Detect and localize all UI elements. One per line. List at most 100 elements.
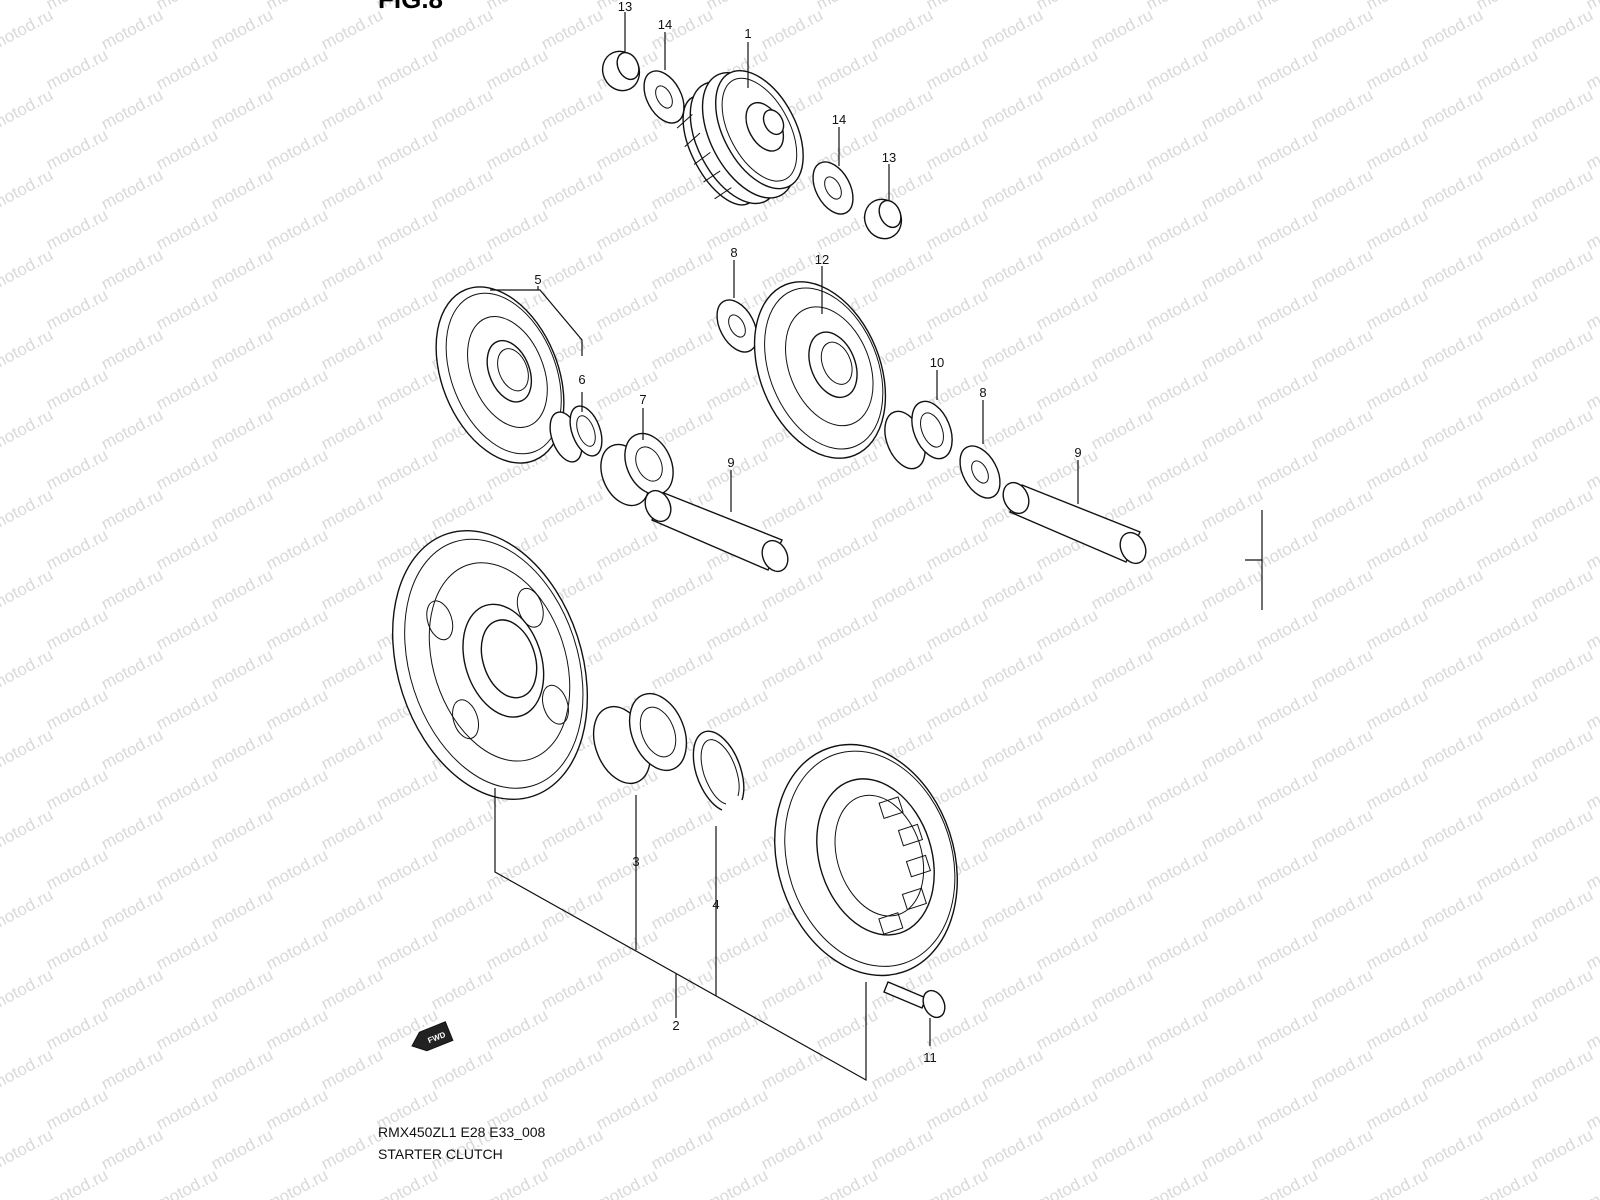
watermark-text: motod.ru bbox=[0, 685, 1, 733]
watermark-text: motod.ru bbox=[263, 445, 331, 493]
watermark-text: motod.ru bbox=[1363, 605, 1431, 653]
watermark-text: motod.ru bbox=[208, 405, 276, 453]
watermark-text: motod.ru bbox=[1088, 5, 1156, 53]
watermark-text: motod.ru bbox=[978, 885, 1046, 933]
watermark-text: motod.ru bbox=[1033, 765, 1101, 813]
watermark-text: motod.ru bbox=[318, 805, 386, 853]
watermark-text: motod.ru bbox=[1308, 885, 1376, 933]
watermark-text: motod.ru bbox=[1308, 805, 1376, 853]
watermark-text: motod.ru bbox=[538, 245, 606, 293]
watermark-text: motod.ru bbox=[208, 485, 276, 533]
watermark-text: motod.ru bbox=[1253, 525, 1321, 573]
watermark-text: motod.ru bbox=[648, 325, 716, 373]
watermark-text: motod.ru bbox=[43, 125, 111, 173]
watermark-text: motod.ru bbox=[648, 645, 716, 693]
watermark-text: motod.ru bbox=[318, 645, 386, 693]
watermark-text: motod.ru bbox=[263, 1085, 331, 1133]
watermark-text: motod.ru bbox=[373, 845, 441, 893]
part-14-washer-upper bbox=[643, 70, 685, 124]
watermark-text: motod.ru bbox=[98, 405, 166, 453]
part-12-gear bbox=[753, 281, 887, 459]
watermark-text: motod.ru bbox=[483, 925, 551, 973]
watermark-text: motod.ru bbox=[703, 0, 771, 14]
watermark-text: motod.ru bbox=[1528, 725, 1596, 773]
watermark-text: motod.ru bbox=[318, 85, 386, 133]
watermark-text: motod.ru bbox=[1088, 885, 1156, 933]
watermark-text: motod.ru bbox=[318, 965, 386, 1013]
watermark-text: motod.ru bbox=[1143, 1165, 1211, 1200]
watermark-text: motod.ru bbox=[98, 645, 166, 693]
watermark-text: motod.ru bbox=[43, 445, 111, 493]
watermark-text: motod.ru bbox=[1528, 1045, 1596, 1093]
watermark-text: motod.ru bbox=[43, 605, 111, 653]
watermark-text: motod.ru bbox=[263, 925, 331, 973]
watermark-text: motod.ru bbox=[923, 45, 991, 93]
watermark-text: motod.ru bbox=[978, 725, 1046, 773]
watermark-text: motod.ru bbox=[1473, 685, 1541, 733]
figure-label: FIG.8 bbox=[378, 0, 443, 14]
watermark-text: motod.ru bbox=[1473, 0, 1541, 14]
watermark-text: motod.ru bbox=[1583, 1165, 1600, 1200]
watermark-text: motod.ru bbox=[1418, 5, 1486, 53]
watermark-text: motod.ru bbox=[373, 285, 441, 333]
watermark-text: motod.ru bbox=[978, 1125, 1046, 1173]
part-2-clutch-body bbox=[774, 743, 958, 977]
watermark-text: motod.ru bbox=[318, 885, 386, 933]
watermark-text: motod.ru bbox=[1253, 845, 1321, 893]
watermark-text: motod.ru bbox=[1088, 1045, 1156, 1093]
watermark-text: motod.ru bbox=[978, 565, 1046, 613]
watermark-text: motod.ru bbox=[98, 965, 166, 1013]
watermark-text: motod.ru bbox=[1418, 725, 1486, 773]
watermark-text: motod.ru bbox=[648, 885, 716, 933]
watermark-text: motod.ru bbox=[1033, 1165, 1101, 1200]
watermark-text: motod.ru bbox=[98, 165, 166, 213]
watermark-text: motod.ru bbox=[1363, 685, 1431, 733]
watermark-text: motod.ru bbox=[1253, 445, 1321, 493]
watermark-text: motod.ru bbox=[373, 205, 441, 253]
watermark-text: motod.ru bbox=[98, 565, 166, 613]
watermark-text: motod.ru bbox=[208, 245, 276, 293]
watermark-text: motod.ru bbox=[1198, 1125, 1266, 1173]
watermark-text: motod.ru bbox=[703, 685, 771, 733]
watermark-text: motod.ru bbox=[0, 165, 56, 213]
watermark-text: motod.ru bbox=[593, 125, 661, 173]
watermark-text: motod.ru bbox=[43, 1005, 111, 1053]
watermark-text: motod.ru bbox=[1528, 165, 1596, 213]
watermark-text: motod.ru bbox=[0, 1085, 1, 1133]
watermark-text: motod.ru bbox=[1363, 285, 1431, 333]
watermark-text: motod.ru bbox=[923, 125, 991, 173]
watermark-text: motod.ru bbox=[153, 1165, 221, 1200]
watermark-text: motod.ru bbox=[0, 605, 1, 653]
watermark-text: motod.ru bbox=[1473, 605, 1541, 653]
watermark-text: motod.ru bbox=[0, 0, 1, 14]
watermark-text: motod.ru bbox=[263, 1005, 331, 1053]
watermark-text: motod.ru bbox=[1198, 885, 1266, 933]
watermark-text: motod.ru bbox=[923, 525, 991, 573]
watermark-text: motod.ru bbox=[813, 1005, 881, 1053]
callout-4: 4 bbox=[712, 897, 719, 912]
watermark-text: motod.ru bbox=[483, 205, 551, 253]
watermark-text: motod.ru bbox=[923, 0, 991, 14]
watermark-text: motod.ru bbox=[1198, 85, 1266, 133]
watermark-text: motod.ru bbox=[1143, 285, 1211, 333]
part-13-bushing-upper bbox=[601, 50, 641, 92]
watermark-text: motod.ru bbox=[318, 325, 386, 373]
watermark-text: motod.ru bbox=[208, 645, 276, 693]
watermark-text: motod.ru bbox=[1253, 45, 1321, 93]
watermark-text: motod.ru bbox=[1473, 1005, 1541, 1053]
watermark-text: motod.ru bbox=[593, 525, 661, 573]
watermark-text: motod.ru bbox=[0, 1125, 56, 1173]
model-code: RMX450ZL1 E28 E33_008 bbox=[378, 1124, 546, 1140]
watermark-text: motod.ru bbox=[1308, 565, 1376, 613]
watermark-text: motod.ru bbox=[98, 725, 166, 773]
watermark-text: motod.ru bbox=[1033, 925, 1101, 973]
callout-14-lower: 14 bbox=[832, 112, 846, 127]
watermark-text: motod.ru bbox=[428, 245, 496, 293]
watermark-text: motod.ru bbox=[43, 1085, 111, 1133]
watermark-text: motod.ru bbox=[1418, 165, 1486, 213]
watermark-text: motod.ru bbox=[153, 525, 221, 573]
diagram-title: STARTER CLUTCH bbox=[378, 1146, 503, 1162]
watermark-text: motod.ru bbox=[98, 1125, 166, 1173]
watermark-text: motod.ru bbox=[1143, 765, 1211, 813]
watermark-text: motod.ru bbox=[1143, 0, 1211, 14]
